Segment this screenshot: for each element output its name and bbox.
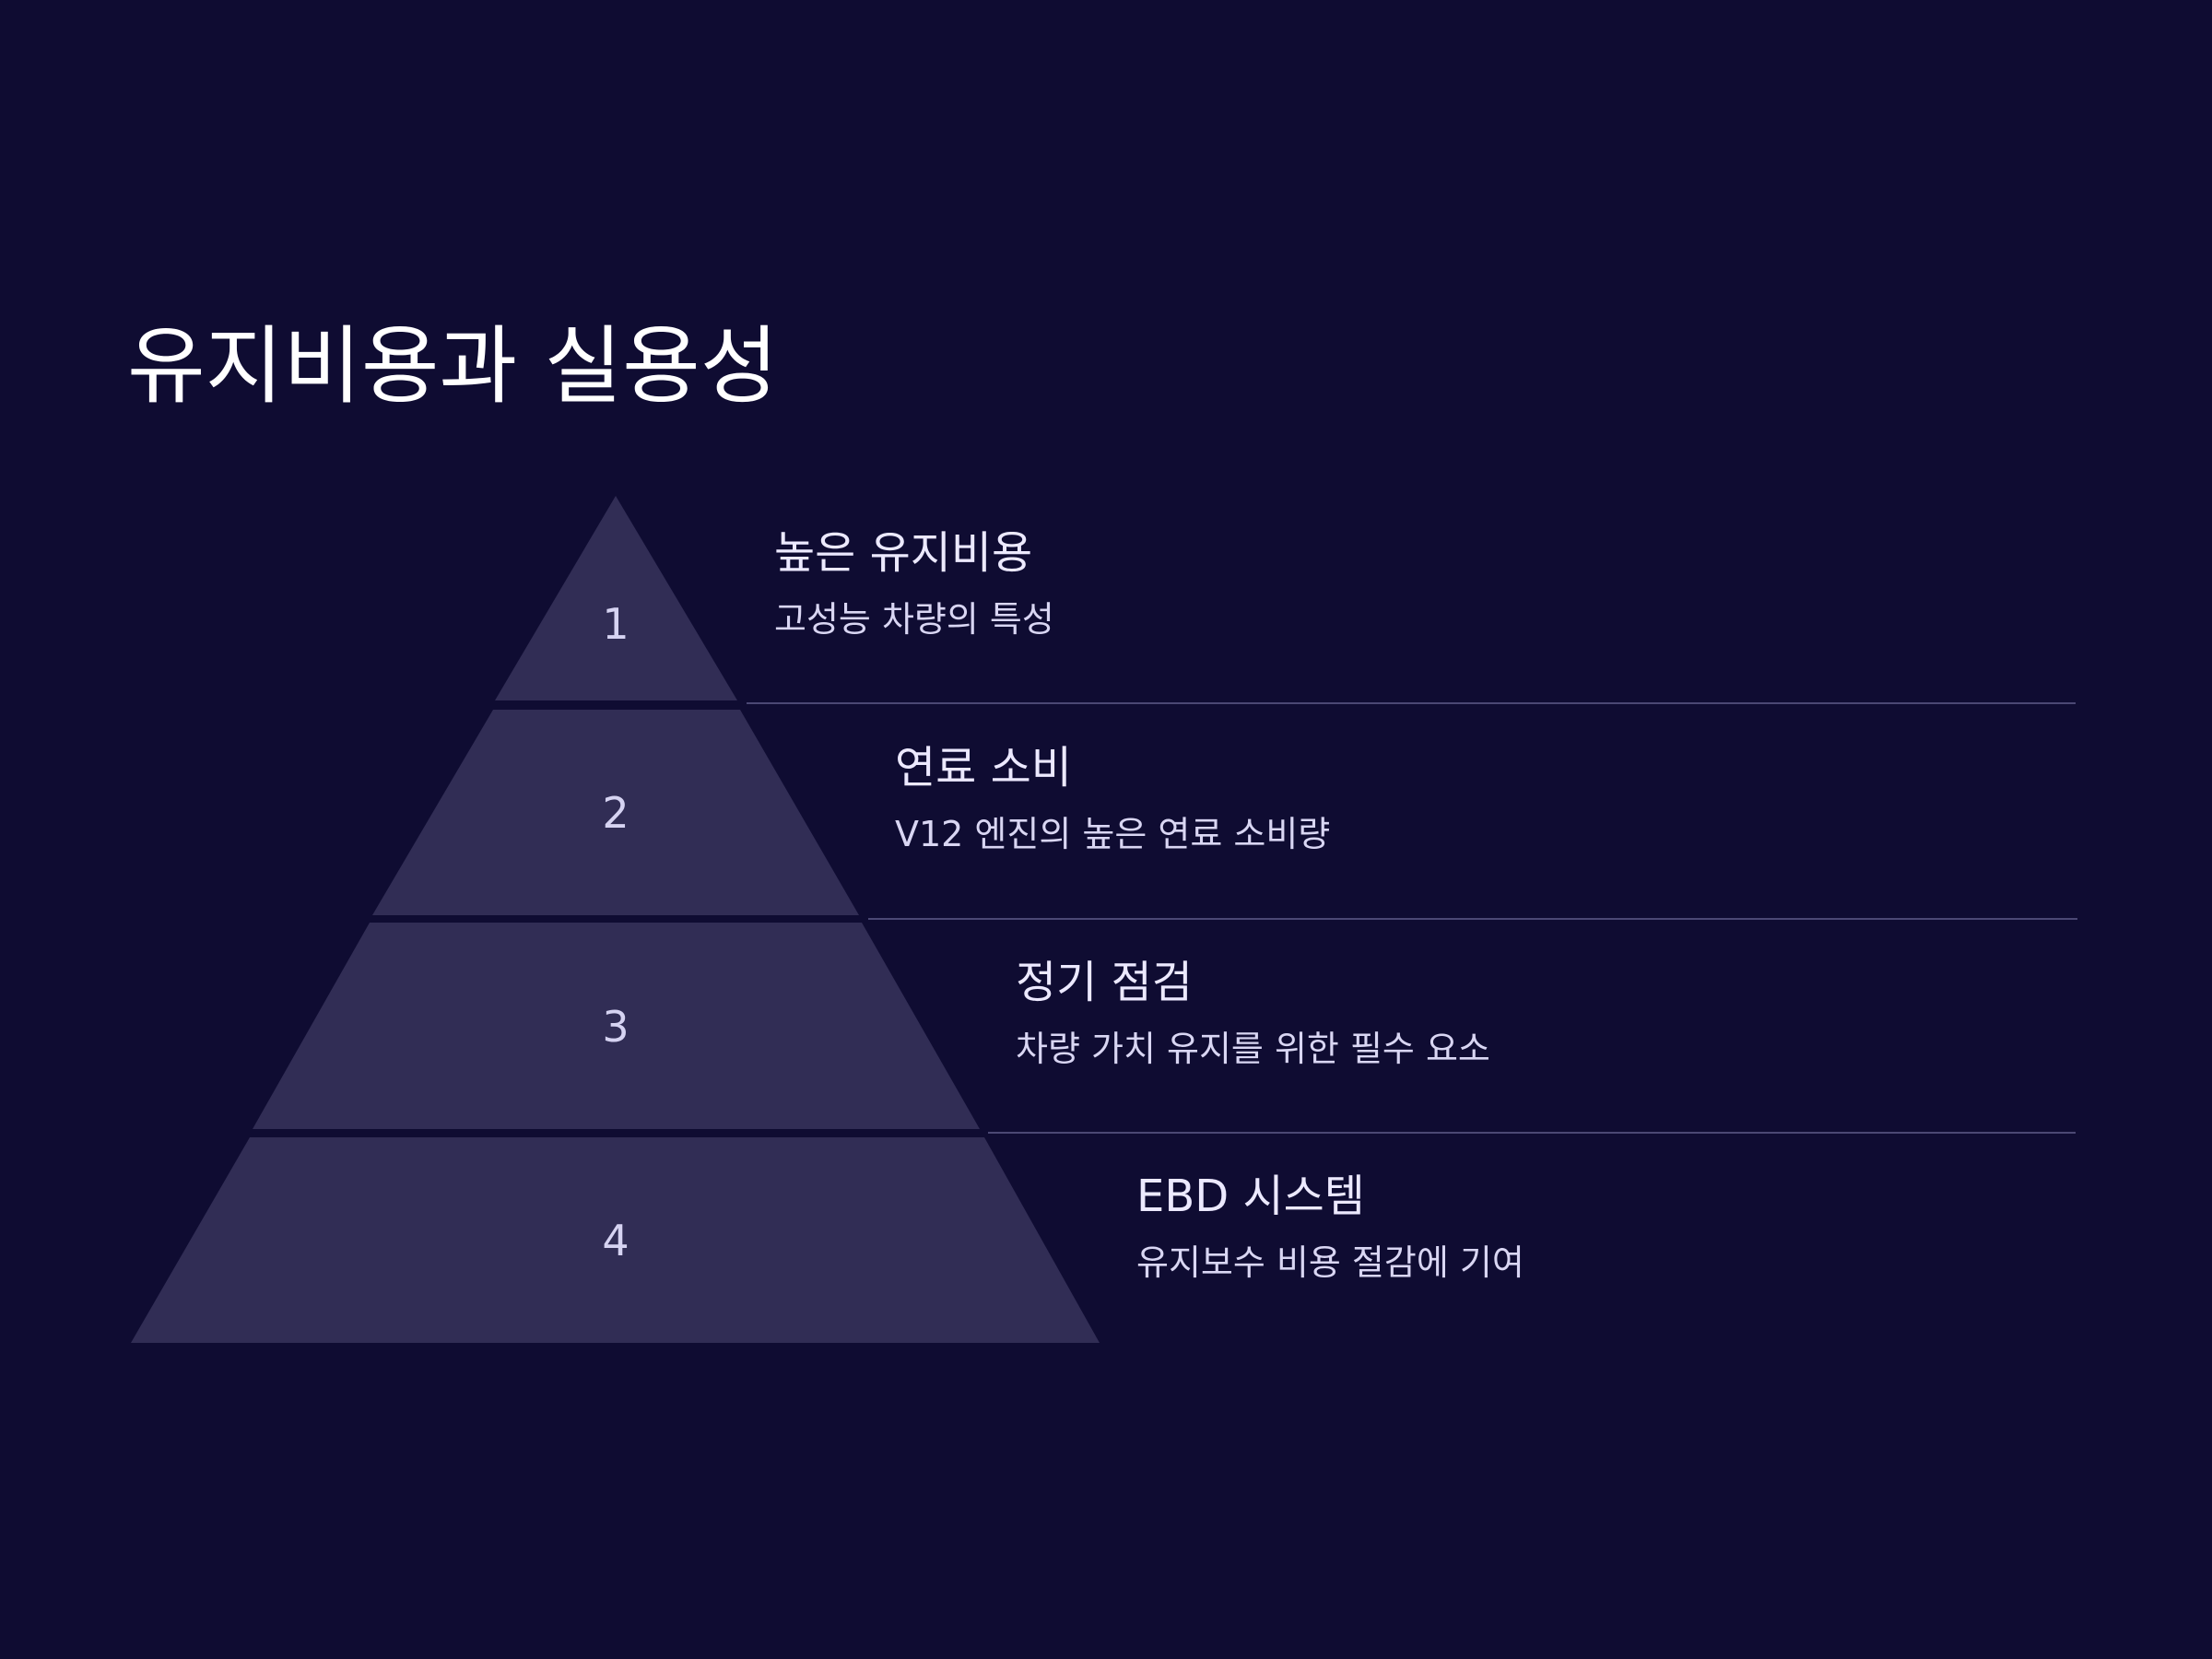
level-3-description: 차량 가치 유지를 위한 필수 요소 — [1016, 1029, 1490, 1069]
pyramid-tier-4 — [131, 1137, 1100, 1343]
divider-2 — [868, 918, 2077, 920]
level-1-description: 고성능 차량의 특성 — [774, 599, 1054, 640]
tier-number-1: 1 — [602, 599, 629, 649]
level-4-heading: EBD 시스템 — [1136, 1171, 1365, 1222]
pyramid-tier-3 — [253, 923, 980, 1129]
divider-3 — [988, 1132, 2076, 1134]
level-1-text: 높은 유지비용 고성능 차량의 특성 — [774, 524, 1054, 643]
level-3-text: 정기 점검 차량 가치 유지를 위한 필수 요소 — [1016, 953, 1490, 1073]
tier-number-4: 4 — [602, 1216, 629, 1265]
level-2-heading: 연료 소비 — [895, 742, 1072, 794]
level-2-text: 연료 소비 V12 엔진의 높은 연료 소비량 — [895, 738, 1330, 858]
level-3-heading: 정기 점검 — [1016, 957, 1193, 1008]
level-4-description: 유지보수 비용 절감에 기여 — [1136, 1242, 1524, 1283]
page-title: 유지비용과 실용성 — [127, 317, 779, 416]
level-2-description: V12 엔진의 높은 연료 소비량 — [895, 814, 1331, 854]
tier-number-3: 3 — [602, 1002, 629, 1052]
level-1-heading: 높은 유지비용 — [774, 527, 1033, 579]
level-4-text: EBD 시스템 유지보수 비용 절감에 기여 — [1136, 1167, 1524, 1287]
divider-1 — [747, 702, 2076, 704]
tier-number-2: 2 — [602, 788, 629, 838]
pyramid-tier-2 — [372, 710, 859, 915]
pyramid-tier-1 — [495, 496, 737, 700]
